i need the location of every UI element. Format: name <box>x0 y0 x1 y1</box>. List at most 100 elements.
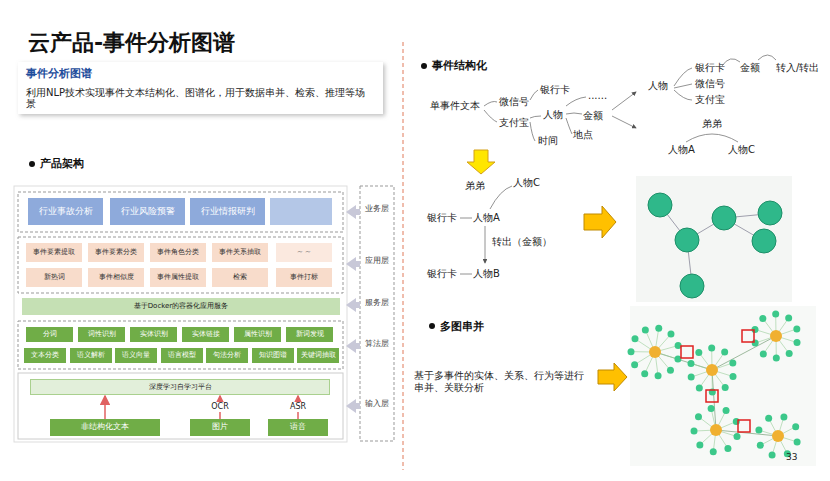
text-label: 单事件文本 <box>430 100 480 112</box>
module-box: 实体识别 <box>130 327 177 342</box>
module-box: 基于Docker的容器化应用服务 <box>22 298 340 315</box>
box-text: 语义解析 <box>77 352 105 359</box>
module-box: 新词发现 <box>286 327 333 342</box>
text-label: 银行卡 <box>540 84 570 96</box>
module-box: 词性识别 <box>78 327 125 342</box>
edge-label: OCR <box>210 402 229 412</box>
text-label: 人物C <box>728 144 755 156</box>
section-heading: 产品架构 <box>40 157 84 170</box>
text-label: 微信号 <box>499 96 529 108</box>
box-text: 检索 <box>233 273 247 281</box>
module-box: 事件属性提取 <box>150 268 206 287</box>
module-box: 语义向量 <box>115 348 157 363</box>
text-label: 人物 <box>648 80 668 92</box>
module-box: 事件相似度 <box>88 268 144 287</box>
text-label: 银行卡 <box>695 62 725 74</box>
layer-name: 服务层 <box>365 298 389 308</box>
module-box: 知识图谱 <box>252 348 294 363</box>
text-label: 支付宝 <box>695 94 725 106</box>
box-text: 知识图谱 <box>259 352 287 359</box>
module-box: 实体链接 <box>182 327 229 342</box>
text-label: 银行卡 <box>427 268 457 280</box>
module-box: 分词 <box>26 327 73 342</box>
module-box: 行业风险预警 <box>110 198 185 225</box>
text-label: 弟弟 <box>465 180 485 192</box>
text-label: 银行卡 <box>427 212 457 224</box>
text-label: 时间 <box>538 135 558 147</box>
module-box: 语音 <box>268 419 328 436</box>
text-label: 33 <box>786 452 797 463</box>
module-box: 事件关系抽取 <box>212 243 268 262</box>
section-heading: 事件结构化 <box>432 59 487 72</box>
box-text: 图片 <box>212 423 228 432</box>
module-box: 行业情报研判 <box>190 198 265 225</box>
box-text: 词性识别 <box>88 331 116 338</box>
arrow-connector <box>104 396 106 419</box>
text-label: 基于多事件的实体、关系、行为等进行串并、关联分析 <box>414 370 584 394</box>
text-label: 弟弟 <box>702 118 722 130</box>
module-box: 事件角色分类 <box>150 243 206 262</box>
box-text: 事件打标 <box>290 273 318 281</box>
box-text: 基于Docker的容器化应用服务 <box>134 302 229 310</box>
section-heading: 多图串并 <box>440 320 484 333</box>
text-label: 转入/转出 <box>776 62 819 74</box>
box-text: 事件要素分类 <box>95 248 137 256</box>
layer-name: 业务层 <box>365 204 389 214</box>
module-box: 行业事故分析 <box>28 198 103 225</box>
box-text: 行业风险预警 <box>121 206 175 216</box>
text-label: 转出（金额） <box>492 236 552 248</box>
module-box: 新热词 <box>26 268 82 287</box>
module-box: 事件要素提取 <box>26 243 82 262</box>
module-box: ~ ~ <box>276 243 332 262</box>
module-box: 属性识别 <box>234 327 281 342</box>
box-text: 非结构化文本 <box>81 423 129 432</box>
layer-name: 算法层 <box>365 339 389 349</box>
text-label: 金额 <box>583 110 603 122</box>
box-text: ~ ~ <box>297 248 311 256</box>
text-label: 支付宝 <box>499 117 529 129</box>
module-box: 图片 <box>190 419 250 436</box>
module-box: 非结构化文本 <box>50 419 160 436</box>
box-text: 句法分析 <box>213 352 241 359</box>
box-text: 语音 <box>290 423 306 432</box>
box-text: 新词发现 <box>296 331 324 338</box>
slide-title: 云产品-事件分析图谱 <box>28 30 235 56</box>
box-text: 事件属性提取 <box>157 273 199 281</box>
box-text: 语言模型 <box>168 352 196 359</box>
text-label: 微信号 <box>695 78 725 90</box>
module-box: 语义解析 <box>70 348 112 363</box>
layer-name: 输入层 <box>365 399 389 409</box>
module-box: 文本分类 <box>24 348 66 363</box>
summary-box: 事件分析图谱利用NLP技术实现事件文本结构化、图谱化，用于数据串并、检索、推理等… <box>18 62 383 114</box>
box-text: 事件角色分类 <box>157 248 199 256</box>
box-text: 实体链接 <box>192 331 220 338</box>
text-label: 人物 <box>543 109 563 121</box>
module-box: 句法分析 <box>206 348 248 363</box>
text-label: 人物A <box>668 144 695 156</box>
box-text: 语义向量 <box>122 352 150 359</box>
text-label: 人物C <box>513 177 540 189</box>
box-text: 事件要素提取 <box>33 248 75 256</box>
text-label: 金额 <box>740 62 760 74</box>
box-text: 属性识别 <box>244 331 272 338</box>
box-text: 实体识别 <box>140 331 168 338</box>
box-text: 关键词抽取 <box>301 352 336 359</box>
module-box: 检索 <box>212 268 268 287</box>
box-heading: 事件分析图谱 <box>26 68 375 81</box>
box-text: 事件关系抽取 <box>219 248 261 256</box>
box-text: 事件相似度 <box>99 273 134 281</box>
module-box: 事件要素分类 <box>88 243 144 262</box>
layer-name: 应用层 <box>365 256 389 266</box>
module-box: 语言模型 <box>161 348 203 363</box>
module-box: 事件打标 <box>276 268 332 287</box>
text-label: 地点 <box>573 129 593 141</box>
box-text: 深度学习自学习平台 <box>149 383 212 391</box>
box-text: 行业事故分析 <box>39 206 93 216</box>
text-label: ...... <box>588 90 607 102</box>
box-text: 文本分类 <box>31 352 59 359</box>
module-box: 关键词抽取 <box>297 348 339 363</box>
module-box: 深度学习自学习平台 <box>30 379 330 395</box>
text-label: 人物B <box>473 268 500 280</box>
box-text: 利用NLP技术实现事件文本结构化、图谱化，用于数据串并、检索、推理等场景 <box>26 87 375 110</box>
box-text: 新热词 <box>44 273 65 281</box>
